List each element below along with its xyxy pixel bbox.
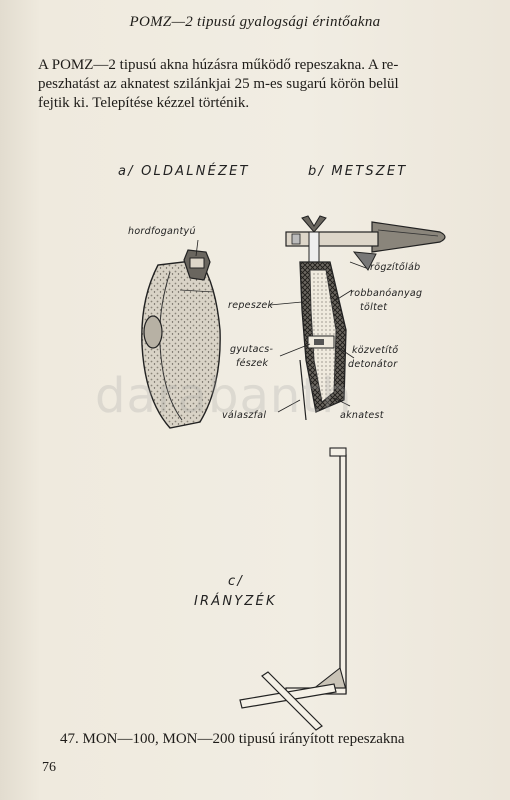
page-number: 76 (42, 760, 56, 775)
side-view-mine (141, 249, 221, 429)
label-side-view: a/ OLDALNÉZET (118, 164, 250, 179)
label-sight-title: IRÁNYZÉK (194, 594, 277, 609)
callout-fuze-1: gyutacs- (230, 344, 274, 355)
intro-paragraph: A POMZ—2 tipusú akna húzásra működő repe… (38, 56, 498, 113)
callout-anchor-leg: rögzítőláb (370, 262, 421, 273)
label-section-view: b/ METSZET (308, 164, 408, 179)
callout-fragments: repeszek (228, 300, 274, 311)
leader-lines (195, 239, 367, 413)
callout-explosive-1: robbanóanyag (350, 288, 423, 299)
callout-handle: hordfogantyú (128, 226, 196, 237)
callout-fuze-2: fészek (236, 358, 269, 369)
label-sight-letter: c/ (228, 574, 244, 589)
callout-booster-1: közvetítő (352, 345, 399, 356)
callout-casing: aknatest (340, 410, 384, 421)
intro-line: A POMZ—2 tipusú akna húzásra működő repe… (38, 57, 399, 73)
callout-divider: válaszfal (222, 410, 267, 421)
figure-caption: 47. MON—100, MON—200 tipusú irányított r… (60, 731, 405, 747)
sight-drawing (239, 447, 347, 731)
intro-line: fejtik ki. Telepítése kézzel történik. (38, 95, 250, 111)
intro-line: peszhatást az aknatest szilánkjai 25 m-e… (38, 76, 399, 92)
callout-explosive-2: töltet (360, 302, 388, 313)
watermark: darabanth (95, 368, 353, 424)
section-view-mine (285, 215, 446, 421)
page-header: POMZ—2 tipusú gyalogsági érintőakna (129, 14, 381, 30)
callout-booster-2: detonátor (348, 359, 398, 370)
